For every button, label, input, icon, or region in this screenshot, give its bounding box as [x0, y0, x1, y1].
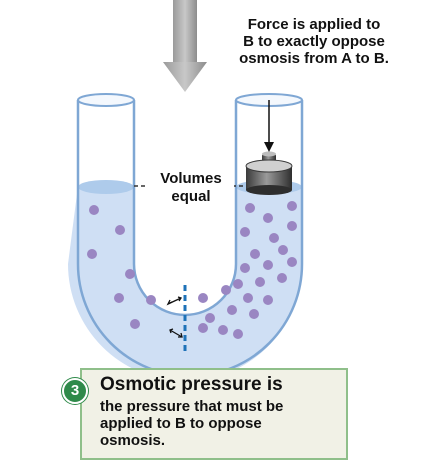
volumes-label-line: equal: [171, 188, 211, 205]
step-number-badge: 3: [62, 378, 88, 404]
weight-icon: [245, 151, 293, 195]
force-label-line: Force is applied to: [247, 16, 381, 33]
force-label: Force is applied to B to exactly oppose …: [214, 16, 414, 67]
left-tube-opening: [77, 93, 135, 107]
callout-body-line: applied to B to oppose: [100, 415, 262, 432]
volumes-equal-label: Volumes equal: [148, 170, 234, 206]
callout-body: the pressure that must be applied to B t…: [100, 398, 283, 449]
callout-title: Osmotic pressure is: [100, 374, 283, 395]
left-surface: [78, 180, 134, 194]
callout-body-line: the pressure that must be: [100, 398, 284, 415]
diffusion-arrow-upper-icon: [166, 296, 183, 306]
osmotic-pressure-callout: Osmotic pressure is the pressure that mu…: [80, 368, 348, 460]
diffusion-arrow-lower-icon: [169, 328, 183, 338]
force-arrow-icon: [264, 100, 274, 152]
callout-body-line: osmosis.: [100, 432, 166, 449]
volumes-label-line: Volumes: [160, 170, 222, 187]
force-label-line: osmosis from A to B.: [239, 50, 389, 67]
water-molecules: [87, 205, 156, 329]
large-down-arrow-icon: [163, 0, 207, 92]
force-label-line: B to exactly oppose: [243, 33, 385, 50]
u-tube-inner-wall: [132, 100, 238, 317]
solute-particles: [198, 201, 297, 339]
